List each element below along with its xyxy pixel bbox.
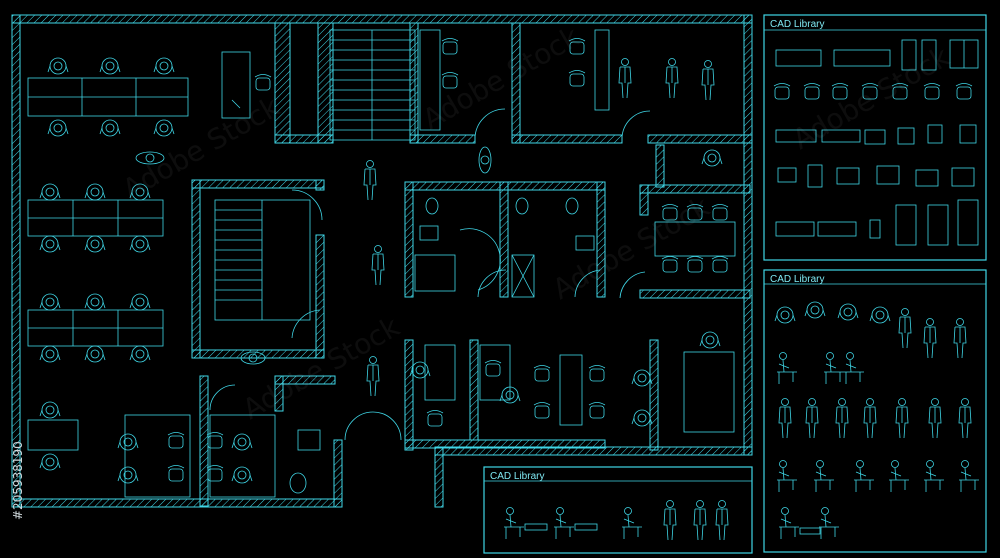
library-panel-furniture: CAD Library — [763, 14, 987, 261]
svg-text:Adobe Stock: Adobe Stock — [547, 190, 716, 306]
library-title: CAD Library — [770, 274, 824, 285]
library-panel-workplace: CAD Library — [483, 466, 753, 554]
svg-text:Adobe Stock: Adobe Stock — [787, 40, 956, 156]
library-title: CAD Library — [770, 19, 824, 30]
svg-text:Adobe Stock: Adobe Stock — [417, 20, 586, 136]
library-title: CAD Library — [490, 471, 544, 482]
library-panel-people: CAD Library — [763, 269, 987, 553]
floor-plan — [11, 14, 753, 508]
watermark: Adobe Stock Adobe Stock Adobe Stock Adob… — [117, 20, 956, 426]
svg-text:Adobe Stock: Adobe Stock — [117, 90, 286, 206]
stock-id-label: #205938190 — [11, 441, 25, 520]
